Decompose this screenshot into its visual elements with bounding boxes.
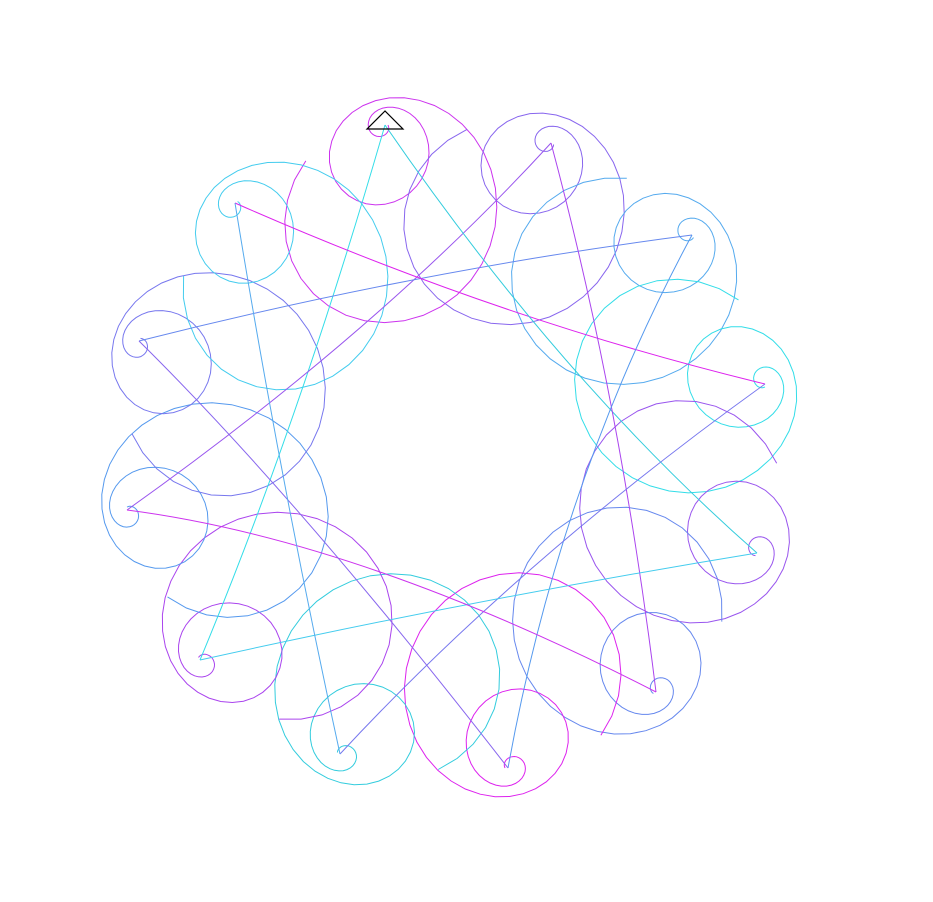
spiral-7	[403, 572, 622, 798]
spiral-12	[182, 161, 389, 391]
turtle-layer	[365, 110, 405, 130]
spiral-6	[512, 506, 723, 735]
connector-curve-12	[234, 202, 341, 755]
spiral-group	[101, 97, 798, 798]
connector-curve-9	[199, 552, 758, 661]
connector-curve-10	[126, 509, 657, 693]
spiral-8	[274, 573, 501, 786]
spiral-9	[161, 511, 393, 720]
turtle-triangle-icon	[365, 110, 405, 130]
spiral-10	[101, 402, 329, 618]
connector-curve-3	[138, 234, 693, 342]
connector-curve-6	[550, 142, 657, 693]
spiral-2	[403, 112, 625, 326]
connector-curve-7	[507, 234, 693, 769]
spiral-4	[574, 278, 798, 494]
spiral-11	[111, 272, 326, 497]
connector-curve-11	[138, 340, 509, 769]
spiral-1	[284, 97, 498, 324]
connector-curve-4	[234, 202, 766, 385]
connector-curve-8	[339, 383, 766, 755]
connector-curve-5	[384, 124, 758, 554]
spiral-3	[511, 177, 738, 385]
connector-curve-2	[126, 142, 552, 511]
spiral-5	[579, 400, 790, 624]
connector-curve-1	[199, 124, 386, 661]
